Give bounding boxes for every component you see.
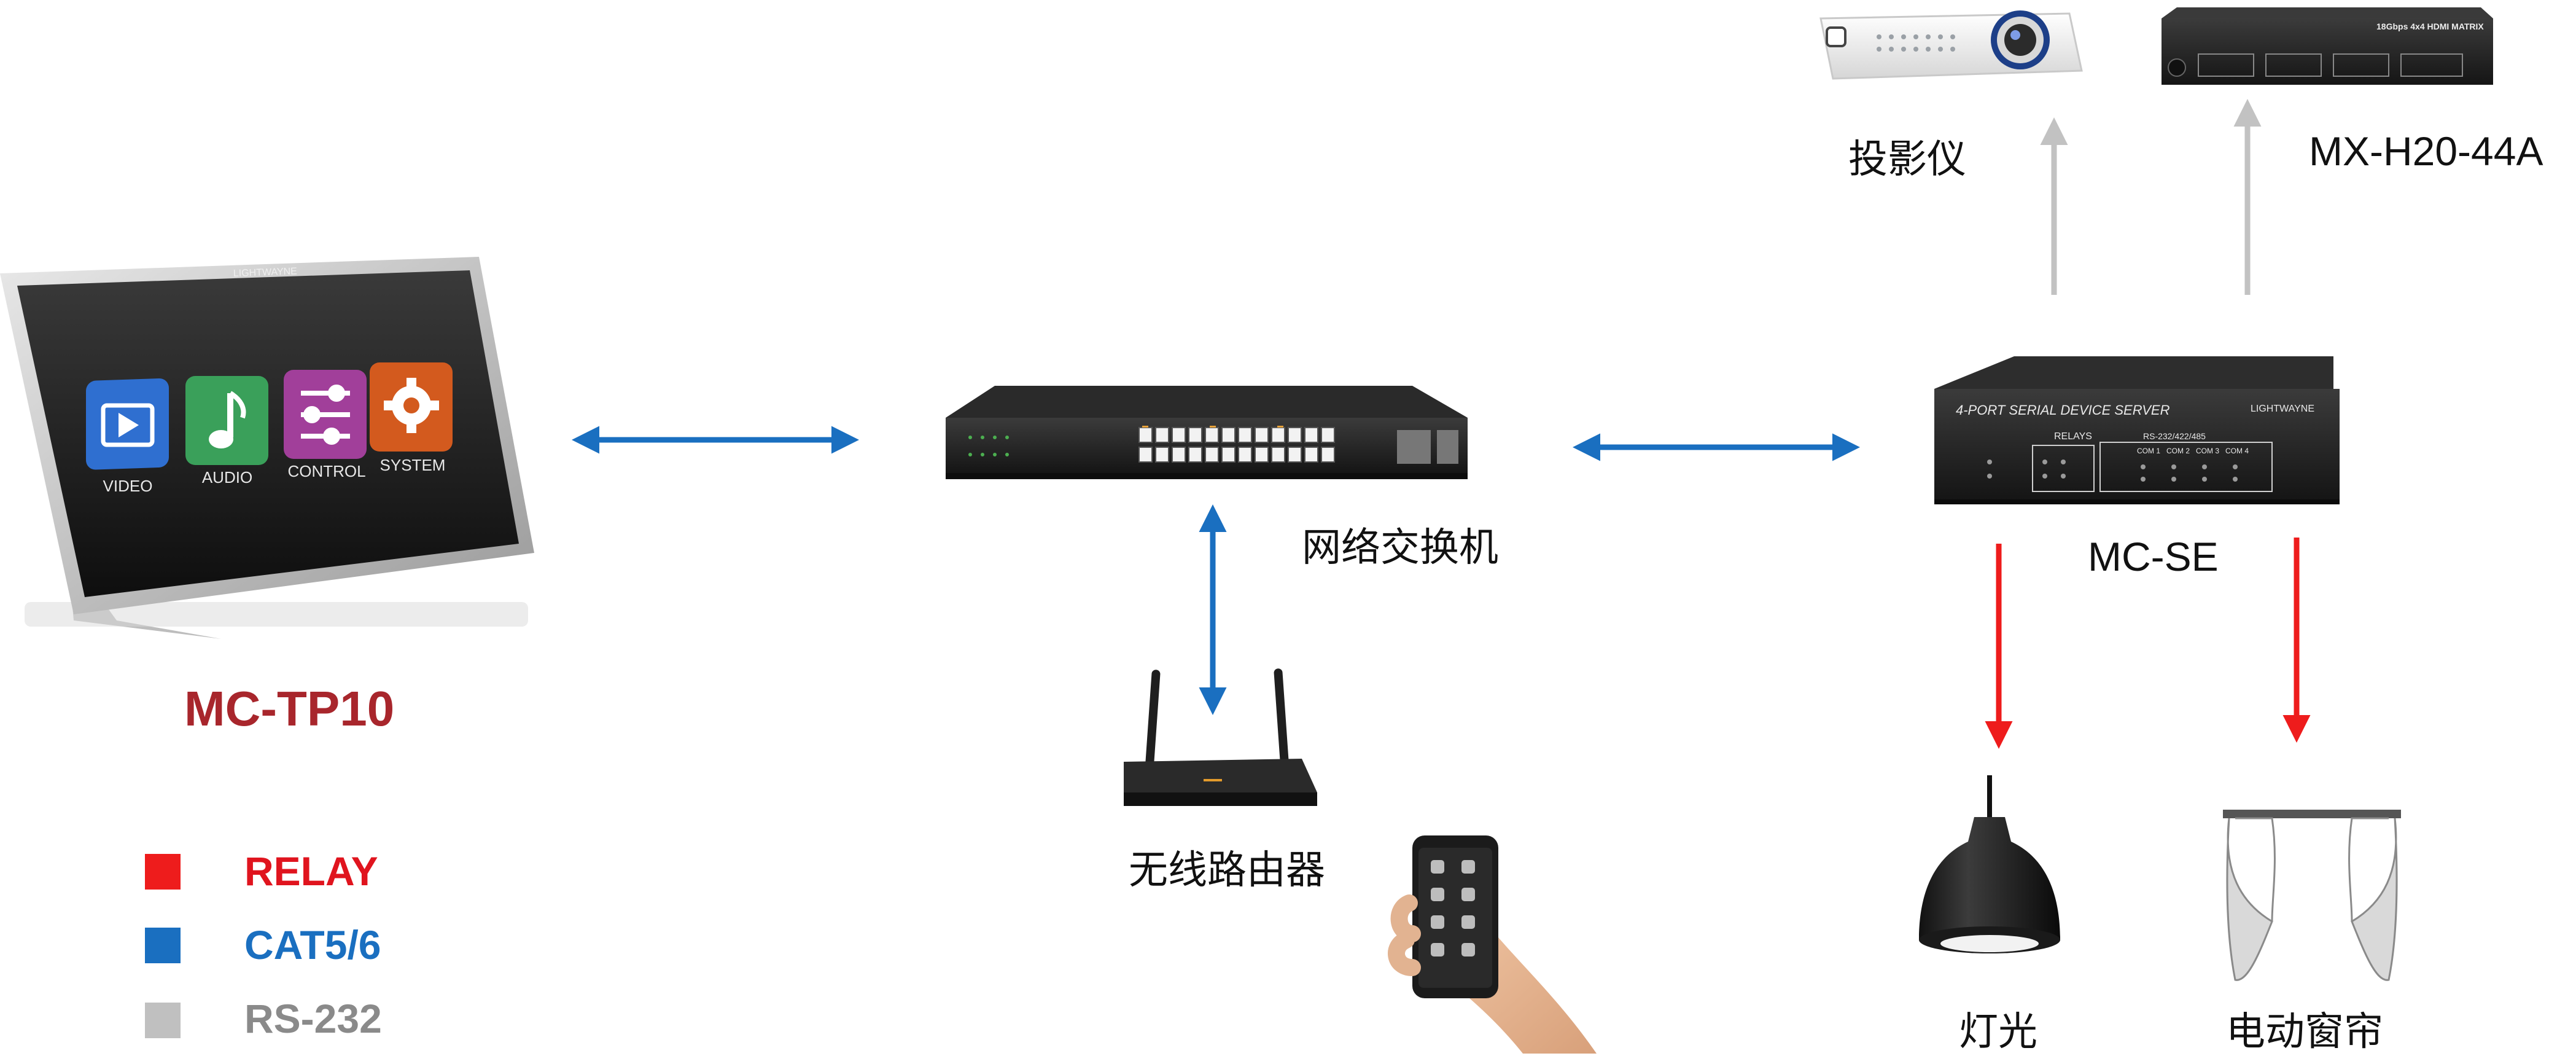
tp-app-video-label: VIDEO (103, 477, 153, 495)
tp-app-audio-label: AUDIO (202, 468, 252, 487)
sliders-icon (301, 385, 350, 445)
matrix-front-title: 18Gbps 4x4 HDMI MATRIX (2376, 22, 2484, 31)
phone-in-hand (1388, 835, 1597, 1054)
server-relays-label: RELAYS (2054, 431, 2092, 442)
curtain-label: 电动窗帘 (2226, 1009, 2383, 1055)
hdmi-matrix-device: 18Gbps 4x4 HDMI MATRIX (2162, 7, 2493, 85)
tp-app-system-label: SYSTEM (380, 456, 446, 474)
legend-label-cat: CAT5/6 (244, 922, 381, 968)
server-port-4: COM 4 (2225, 447, 2249, 455)
legend-swatch-cat (145, 928, 181, 963)
switch-ports (1138, 427, 1335, 463)
server-front-title: 4-PORT SERIAL DEVICE SERVER (1956, 402, 2170, 418)
server-model-label: MC-SE (2088, 534, 2219, 579)
music-note-icon (209, 391, 246, 448)
tp-app-control-label: CONTROL (287, 462, 365, 480)
router-label: 无线路由器 (1129, 848, 1325, 893)
switch-label: 网络交换机 (1302, 525, 1498, 571)
tp-app-video: VIDEO (86, 378, 169, 495)
matrix-label: MX-H20-44A (2309, 128, 2543, 174)
tp-app-system: SYSTEM (370, 362, 453, 474)
touch-panel-model-label: MC-TP10 (184, 681, 395, 736)
light-label: 灯光 (1959, 1009, 2037, 1055)
legend-swatch-rs232 (145, 1003, 181, 1038)
connections (572, 99, 2311, 749)
server-port-1: COM 1 (2137, 447, 2160, 455)
legend-swatch-relay (145, 854, 181, 890)
projector-device (1819, 10, 2083, 80)
tp-brand-text: LIGHTWAYNE (233, 266, 298, 279)
server-ports-label: RS-232/422/485 (2143, 431, 2206, 441)
network-switch-device (946, 386, 1468, 479)
server-port-2: COM 2 (2166, 447, 2190, 455)
projector-label: 投影仪 (1848, 137, 1966, 182)
tp-app-control: CONTROL (284, 370, 367, 480)
tp-app-audio: AUDIO (185, 376, 268, 487)
touch-panel-device: LIGHTWAYNE VIDEO AUDIO CONTROL (0, 257, 534, 639)
pendant-lamp-device (1919, 775, 2060, 953)
server-port-3: COM 3 (2196, 447, 2219, 455)
video-icon (101, 403, 155, 447)
serial-server-device: 4-PORT SERIAL DEVICE SERVER LIGHTWAYNE R… (1934, 356, 2340, 504)
wifi-router-device (1124, 668, 1317, 806)
legend-label-relay: RELAY (244, 848, 378, 894)
gear-icon (384, 378, 439, 433)
legend-label-rs232: RS-232 (244, 996, 382, 1041)
server-brand-text: LIGHTWAYNE (2251, 404, 2314, 414)
curtain-device (2223, 810, 2401, 981)
